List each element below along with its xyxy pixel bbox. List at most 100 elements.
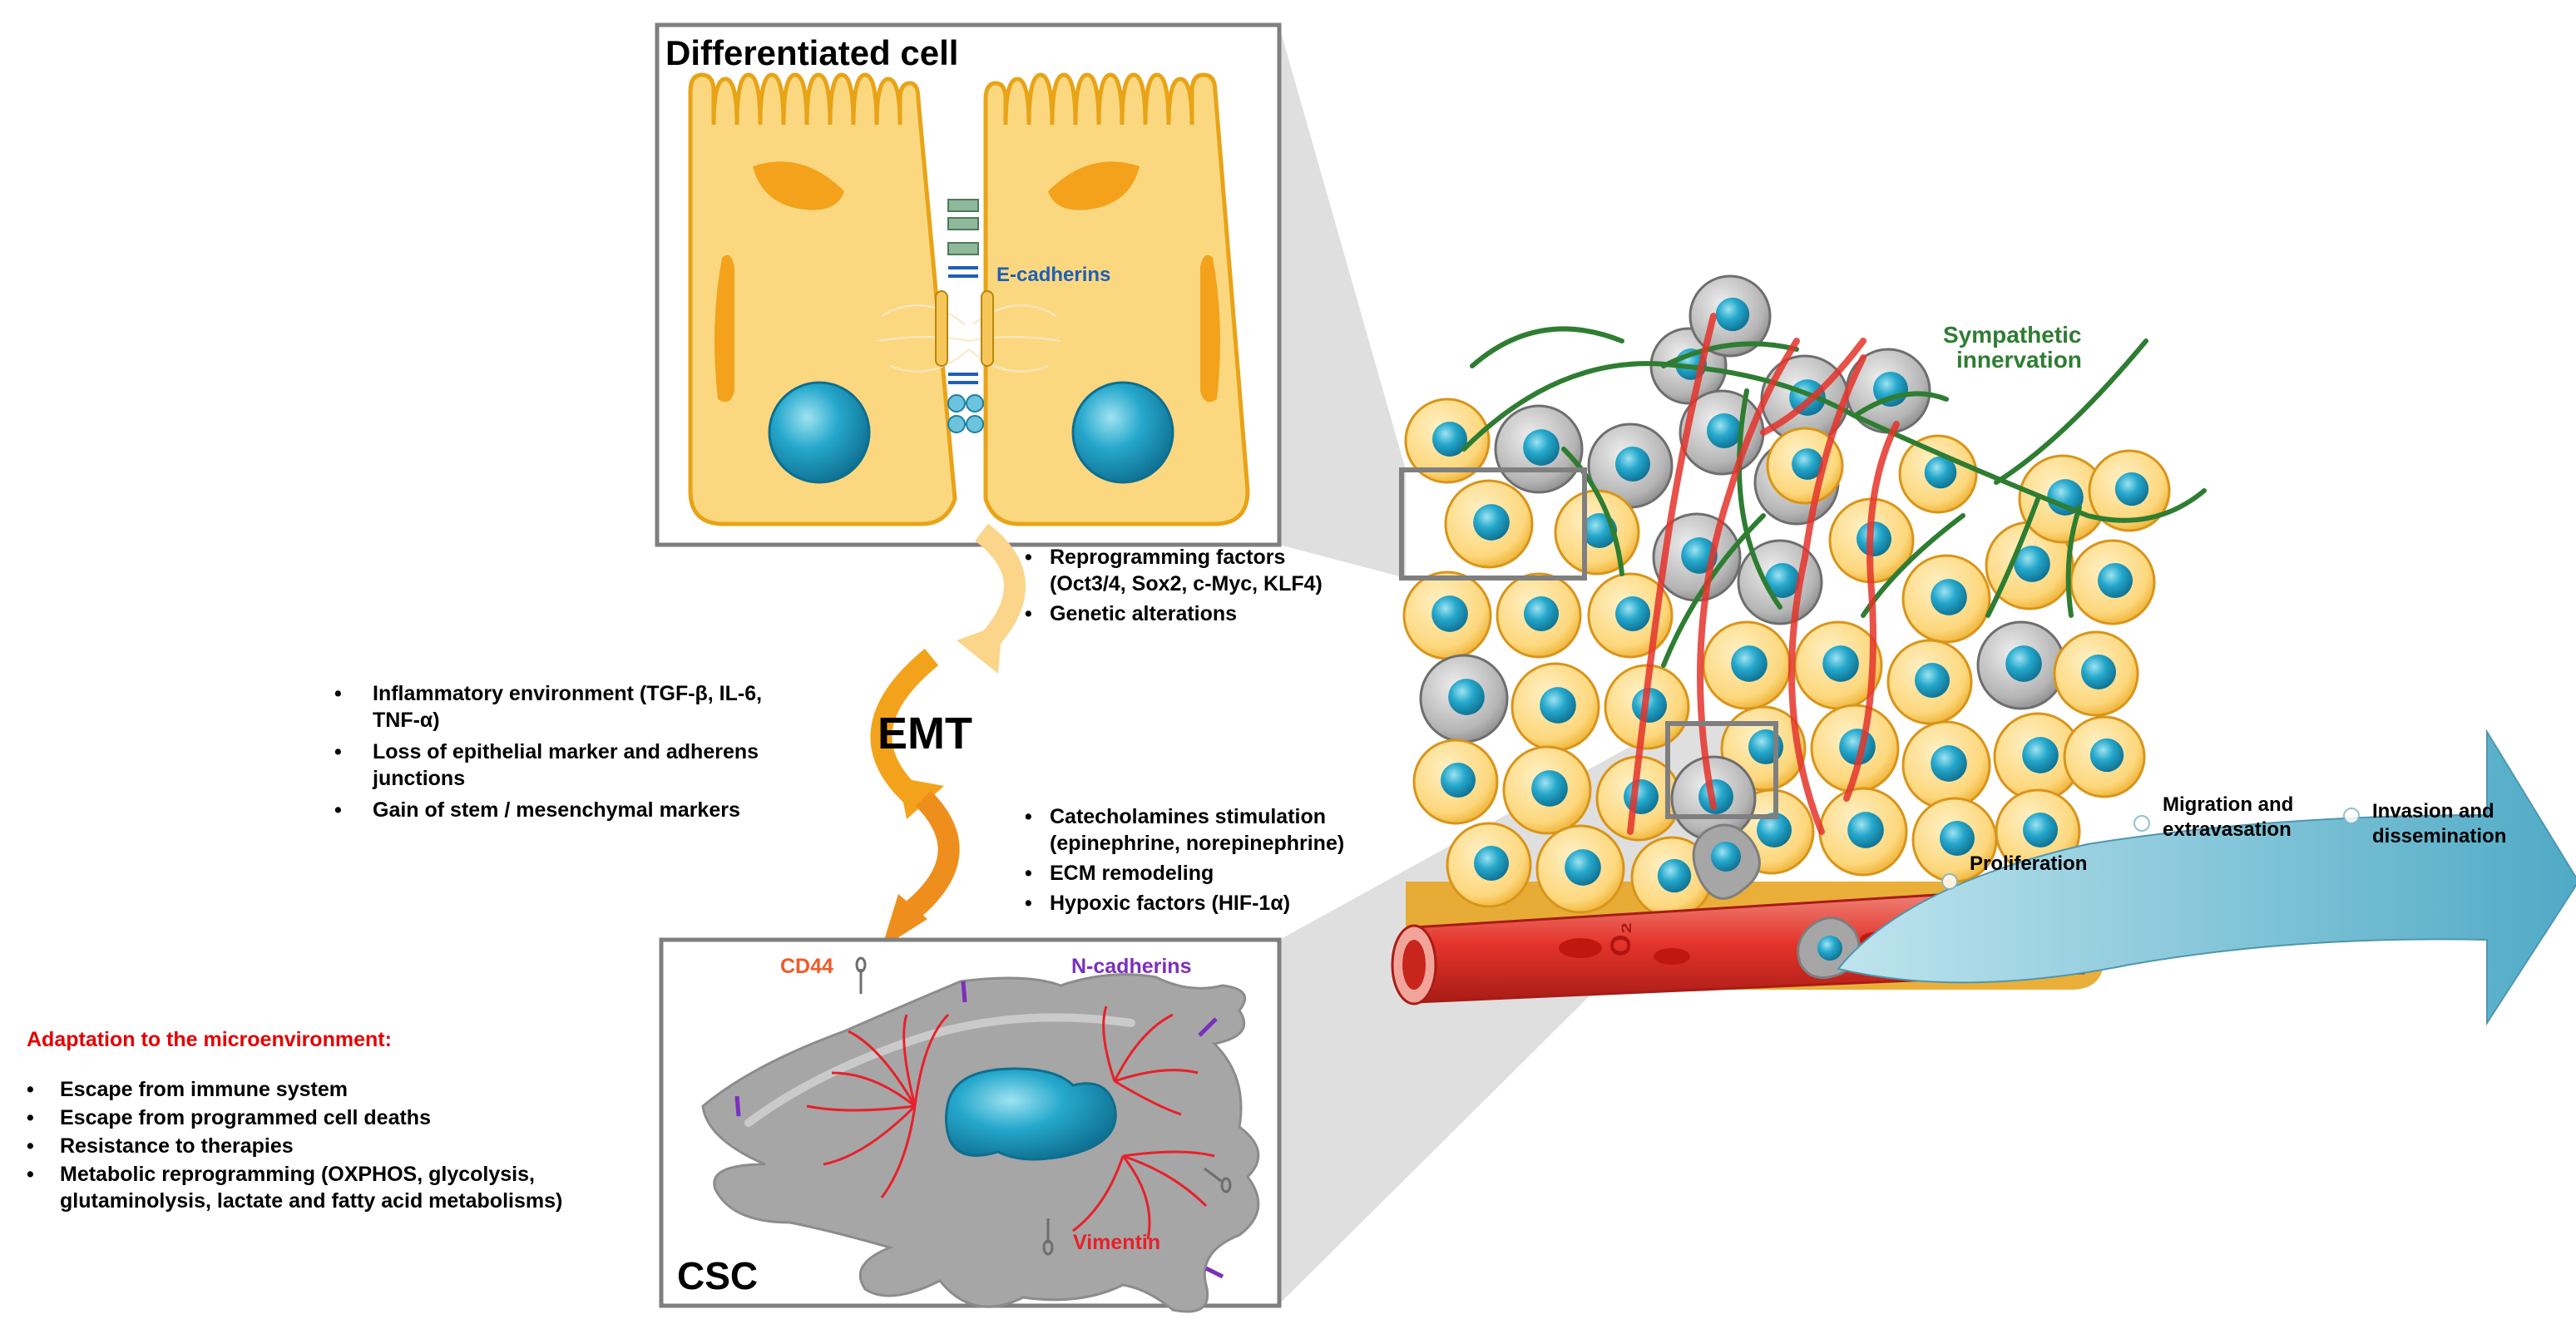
tumor-cell-nucleus (1441, 763, 1476, 798)
adaptation-item-1: Escape from immune system (60, 1078, 348, 1101)
tumor-cell-nucleus (1940, 821, 1975, 856)
tumor-cell-nucleus (1432, 422, 1467, 457)
left-side-organelle (714, 254, 734, 403)
catecholamines-item-1: Catecholamines stimulation (1050, 805, 1326, 828)
sympathetic-label-line1: Sympathetic (1943, 322, 2082, 348)
tumor-mass (1402, 274, 2207, 990)
stage-migration-line2: extravasation (2163, 818, 2292, 841)
tumor-cell-nucleus (2022, 737, 2059, 773)
adaptation-item-3: Resistance to therapies (60, 1134, 294, 1158)
cd44-label: CD44 (780, 955, 833, 978)
csc-label: CSC (677, 1254, 758, 1297)
tumor-cell-nucleus (1847, 812, 1884, 848)
tumor-cell-nucleus (1915, 663, 1950, 698)
tumor-cell-nucleus (1473, 504, 1510, 541)
tumor-cell-nucleus (1624, 779, 1659, 814)
csc-panel: CD44 N-cadherins Vimentin CSC (659, 937, 1282, 1313)
tumor-cell-nucleus (1931, 745, 1967, 782)
stage-invasion-line1: Invasion and (2372, 800, 2494, 823)
svg-text:•: • (334, 740, 342, 763)
emt-arrows (870, 523, 1026, 948)
svg-text:•: • (27, 1134, 34, 1158)
left-epithelial-cell (688, 72, 957, 526)
tumor-cell-nucleus (1715, 297, 1750, 332)
tumor-cell-nucleus (1474, 846, 1509, 881)
zoom-box-differentiated (1399, 467, 1587, 581)
tumor-cell-nucleus (1448, 679, 1485, 715)
zoom-box-csc (1665, 721, 1778, 819)
reprogramming-item-2: (Oct3/4, Sox2, c-Myc, KLF4) (1050, 572, 1323, 595)
tumor-cell-nucleus (1757, 813, 1792, 847)
tumor-cell-nucleus (1822, 645, 1859, 682)
svg-text:•: • (334, 682, 342, 705)
right-nucleus (1071, 381, 1174, 484)
adaptation-item-5: glutaminolysis, lactate and fatty acid m… (60, 1189, 562, 1213)
tumor-cell-nucleus (1523, 429, 1560, 466)
svg-text:•: • (1025, 546, 1032, 569)
catecholamines-item-3: ECM remodeling (1050, 862, 1214, 885)
zoom-connector-top (1279, 27, 1406, 578)
cell-junction-complex (877, 199, 1061, 433)
catecholamines-item-4: Hypoxic factors (HIF-1α) (1050, 892, 1290, 915)
tumor-cell-nucleus (1531, 770, 1568, 807)
tumor-blood-vessels (1627, 313, 1900, 835)
inflammatory-item-1: Inflammatory environment (TGF-β, IL-6, (373, 682, 762, 705)
catecholamines-item-2: (epinephrine, norepinephrine) (1050, 832, 1344, 855)
tumor-cell-nucleus (1657, 858, 1692, 893)
e-cadherins-label: E-cadherins (996, 264, 1110, 286)
svg-text:•: • (1025, 602, 1032, 625)
tumor-cell-nucleus (1615, 596, 1650, 631)
adaptation-list: Adaptation to the microenvironment: • Es… (27, 1028, 562, 1213)
tumor-cell-nucleus (1431, 595, 1468, 632)
svg-text:•: • (334, 798, 342, 822)
left-nucleus (768, 381, 871, 484)
svg-text:•: • (27, 1078, 34, 1101)
right-epithelial-cell (983, 72, 1250, 526)
tumor-cell-nucleus (2047, 479, 2084, 516)
reprogramming-list: • Reprogramming factors (Oct3/4, Sox2, c… (1025, 546, 1323, 625)
tumor-cell-nucleus (1540, 687, 1576, 724)
stage-invasion-line2: dissemination (2372, 825, 2506, 847)
tumor-cell-nucleus (2023, 813, 2058, 847)
left-organelle (753, 161, 844, 210)
right-organelle (1048, 161, 1140, 210)
oxygen-label: O₂ (1605, 921, 1637, 956)
differentiated-cell-panel: Differentiated cell (655, 22, 1282, 547)
tumor-cell-nucleus (1857, 521, 1891, 556)
cd44-markers (855, 956, 1232, 1256)
svg-text:•: • (27, 1163, 34, 1186)
tumor-cell-nucleus (1924, 456, 1957, 489)
tumor-cell-nucleus (1765, 563, 1800, 598)
tumor-cell-nucleus (1931, 579, 1967, 615)
vimentin-filaments (806, 1005, 1215, 1240)
vimentin-label: Vimentin (1073, 1231, 1160, 1254)
inflammatory-item-2: TNF-α) (373, 709, 440, 732)
stage-migration-line1: Migration and (2163, 793, 2293, 816)
emt-label: EMT (878, 709, 972, 758)
stage-proliferation: Proliferation (1970, 852, 2087, 875)
n-cadherins-label: N-cadherins (1071, 955, 1191, 978)
tumor-cell-nucleus (1615, 447, 1650, 482)
csc-nucleus (945, 1067, 1117, 1161)
tumor-cell-nucleus (2005, 645, 2042, 682)
tumor-cell-nucleus (2014, 546, 2050, 582)
tumor-cell-nucleus (2081, 655, 2116, 689)
tumor-cell-nucleus (2098, 563, 2133, 598)
tumor-cell-nucleus (2114, 472, 2149, 506)
tumor-cell-nucleus (1792, 448, 1823, 480)
svg-text:•: • (1025, 892, 1032, 915)
inflammatory-item-5: Gain of stem / mesenchymal markers (373, 798, 740, 822)
catecholamines-list: • Catecholamines stimulation (epinephrin… (1025, 805, 1344, 915)
tumor-cell-nucleus (1707, 413, 1742, 448)
adaptation-item-2: Escape from programmed cell deaths (60, 1106, 431, 1129)
tumor-cell-nucleus (1565, 849, 1601, 886)
inflammatory-list: • Inflammatory environment (TGF-β, IL-6,… (334, 682, 762, 822)
inflammatory-item-3: Loss of epithelial marker and adherens (373, 740, 759, 763)
tumor-cell-nucleus (1731, 645, 1768, 682)
tumor-cell-nucleus (1698, 779, 1733, 814)
svg-text:•: • (27, 1106, 34, 1129)
svg-text:•: • (1025, 805, 1032, 828)
tumor-cell-nucleus (1524, 596, 1559, 631)
reprogramming-item-1: Reprogramming factors (1050, 546, 1285, 569)
